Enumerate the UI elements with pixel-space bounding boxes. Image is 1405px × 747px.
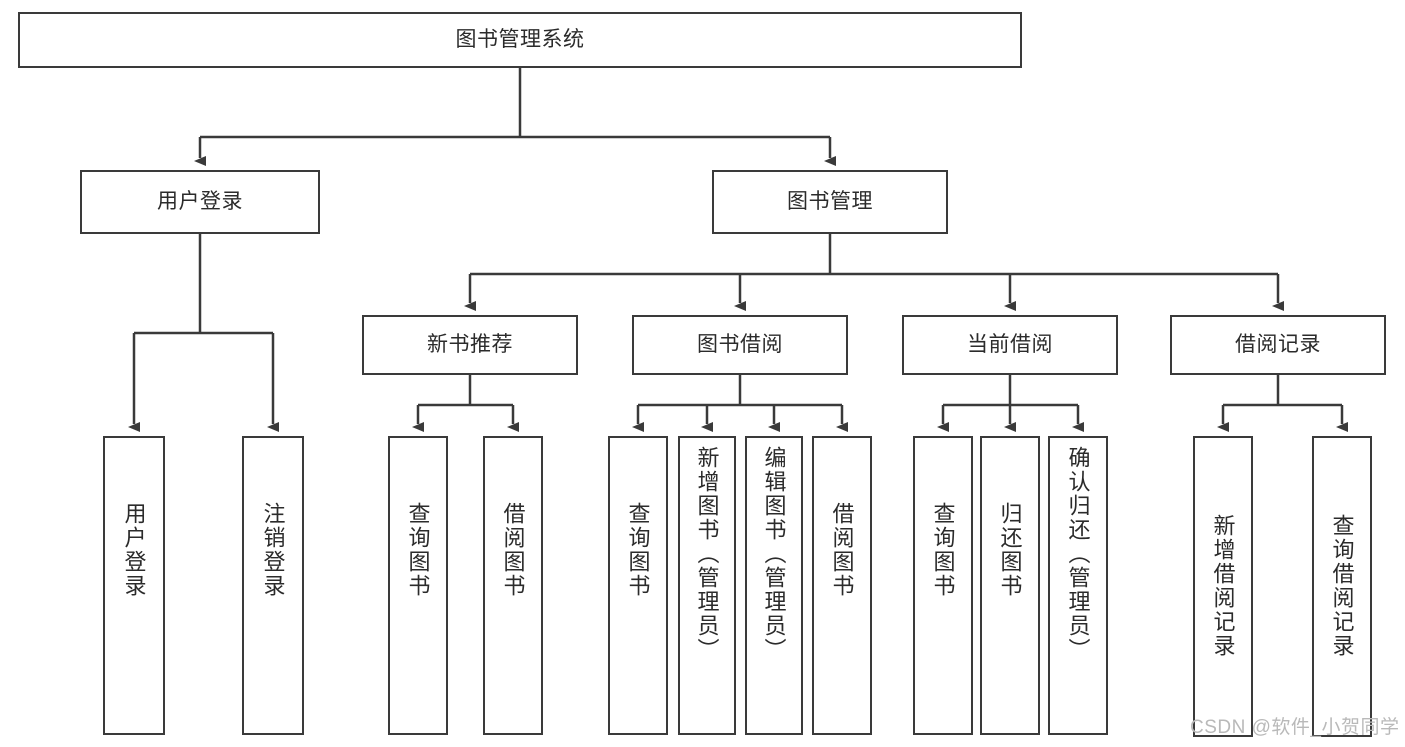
node-label: 图书管理: [787, 190, 873, 214]
node-label: 归还图书: [997, 502, 1023, 598]
node-leaf-user-login[interactable]: 用户登录: [103, 436, 165, 735]
node-label: 用户登录: [157, 190, 243, 214]
node-label: 当前借阅: [967, 333, 1053, 357]
node-leaf-query-book-3[interactable]: 查询图书: [913, 436, 973, 735]
node-leaf-add-record[interactable]: 新增借阅记录: [1193, 436, 1253, 737]
node-label: 确认归还（管理员）: [1065, 446, 1091, 662]
node-book-borrow[interactable]: 图书借阅: [632, 315, 848, 375]
node-leaf-borrow-book-2[interactable]: 借阅图书: [812, 436, 872, 735]
csdn-watermark: CSDN @软件_小贺同学: [1190, 717, 1400, 738]
node-leaf-confirm-return[interactable]: 确认归还（管理员）: [1048, 436, 1108, 735]
node-leaf-logout[interactable]: 注销登录: [242, 436, 304, 735]
node-label: 图书管理系统: [455, 28, 585, 52]
node-label: 新增图书（管理员）: [694, 446, 720, 662]
node-user-login[interactable]: 用户登录: [80, 170, 320, 234]
node-leaf-return-book[interactable]: 归还图书: [980, 436, 1040, 735]
node-label: 编辑图书（管理员）: [761, 446, 787, 662]
node-leaf-add-book[interactable]: 新增图书（管理员）: [678, 436, 736, 735]
node-leaf-query-book-2[interactable]: 查询图书: [608, 436, 668, 735]
node-leaf-query-record[interactable]: 查询借阅记录: [1312, 436, 1372, 737]
node-label: 查询借阅记录: [1329, 514, 1355, 658]
node-new-book-rec[interactable]: 新书推荐: [362, 315, 578, 375]
node-borrow-record[interactable]: 借阅记录: [1170, 315, 1386, 375]
node-leaf-borrow-book-1[interactable]: 借阅图书: [483, 436, 543, 735]
node-leaf-query-book-1[interactable]: 查询图书: [388, 436, 448, 735]
node-label: 图书借阅: [697, 333, 783, 357]
node-label: 查询图书: [930, 502, 956, 598]
node-label: 借阅图书: [829, 502, 855, 598]
node-book-manage[interactable]: 图书管理: [712, 170, 948, 234]
node-label: 查询图书: [405, 502, 431, 598]
node-label: 借阅图书: [500, 502, 526, 598]
node-label: 用户登录: [121, 502, 147, 598]
node-label: 查询图书: [625, 502, 651, 598]
node-label: 新增借阅记录: [1210, 514, 1236, 658]
node-label: 新书推荐: [427, 333, 513, 357]
node-label: 注销登录: [260, 502, 286, 598]
node-label: 借阅记录: [1235, 333, 1321, 357]
node-root[interactable]: 图书管理系统: [18, 12, 1022, 68]
node-current-borrow[interactable]: 当前借阅: [902, 315, 1118, 375]
node-leaf-edit-book[interactable]: 编辑图书（管理员）: [745, 436, 803, 735]
